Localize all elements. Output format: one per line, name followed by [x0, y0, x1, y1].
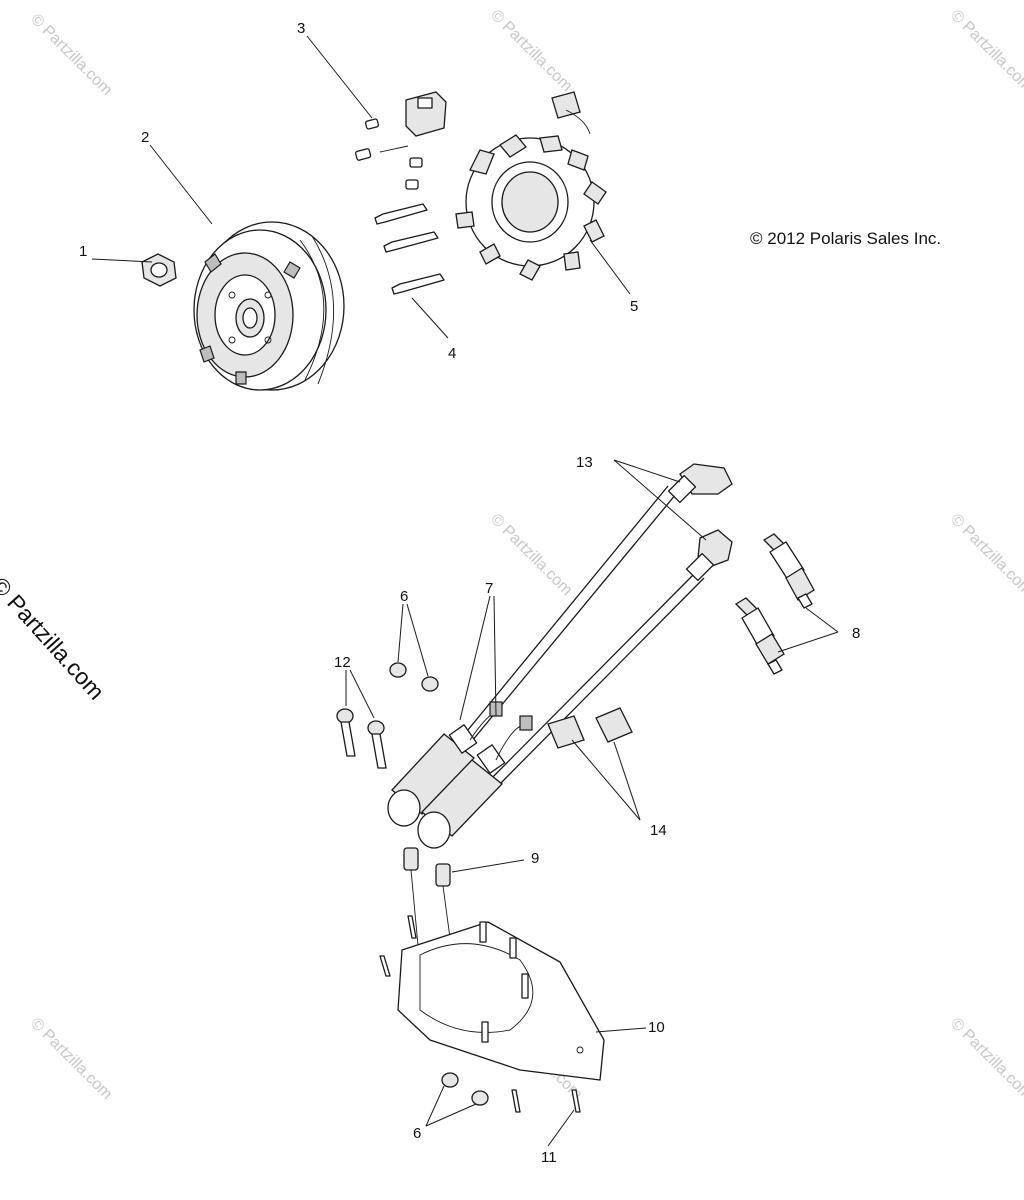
watermark-text: © Partzilla.com [27, 11, 115, 99]
watermark-text: © Partzilla.com [947, 1015, 1024, 1103]
coil-bracket [397, 921, 605, 1081]
callout-12: 12 [334, 654, 351, 671]
callout-3: 3 [297, 20, 305, 37]
watermark-text: © Partzilla.com [947, 511, 1024, 599]
callout-11: 11 [541, 1149, 557, 1166]
callout-6-upper: 6 [400, 588, 408, 605]
callout-9: 9 [531, 850, 539, 867]
callout-numbers: 1 2 3 4 5 6 6 7 8 9 10 11 12 13 14 [79, 20, 860, 1166]
watermark-text: © Partzilla.com [487, 7, 575, 95]
callout-13: 13 [576, 454, 593, 471]
callout-10: 10 [648, 1019, 665, 1036]
flywheel [193, 221, 345, 391]
coil-boots [547, 707, 633, 749]
flange-nuts-upper [389, 662, 439, 692]
leader-lines-upper [91, 35, 631, 339]
callout-2: 2 [141, 129, 149, 146]
callout-6-lower: 6 [413, 1125, 421, 1142]
callout-1: 1 [79, 243, 87, 260]
spark-plug-wires [439, 463, 733, 797]
stator [455, 91, 607, 281]
coil-bolts [336, 708, 387, 769]
leader-lines-lower [345, 459, 839, 1147]
callout-14: 14 [650, 822, 667, 839]
copyright-notice: © 2012 Polaris Sales Inc. [750, 229, 942, 248]
callout-8: 8 [852, 625, 860, 642]
bracket-screws [379, 915, 581, 1113]
watermark-text: © Partzilla.com [27, 1015, 115, 1103]
callout-5: 5 [630, 298, 638, 315]
flange-nuts-lower [441, 1072, 489, 1106]
flywheel-nut [141, 253, 177, 287]
callout-4: 4 [448, 345, 456, 362]
screws-upper [355, 118, 409, 161]
spark-plugs [734, 533, 815, 675]
stator-bolts [374, 157, 445, 295]
watermark-text: © Partzilla.com [487, 511, 575, 599]
callout-7: 7 [485, 580, 493, 597]
pickup-sensor [405, 91, 447, 137]
watermark-text: © Partzilla.com [947, 7, 1024, 95]
ignition-coils [387, 701, 533, 849]
